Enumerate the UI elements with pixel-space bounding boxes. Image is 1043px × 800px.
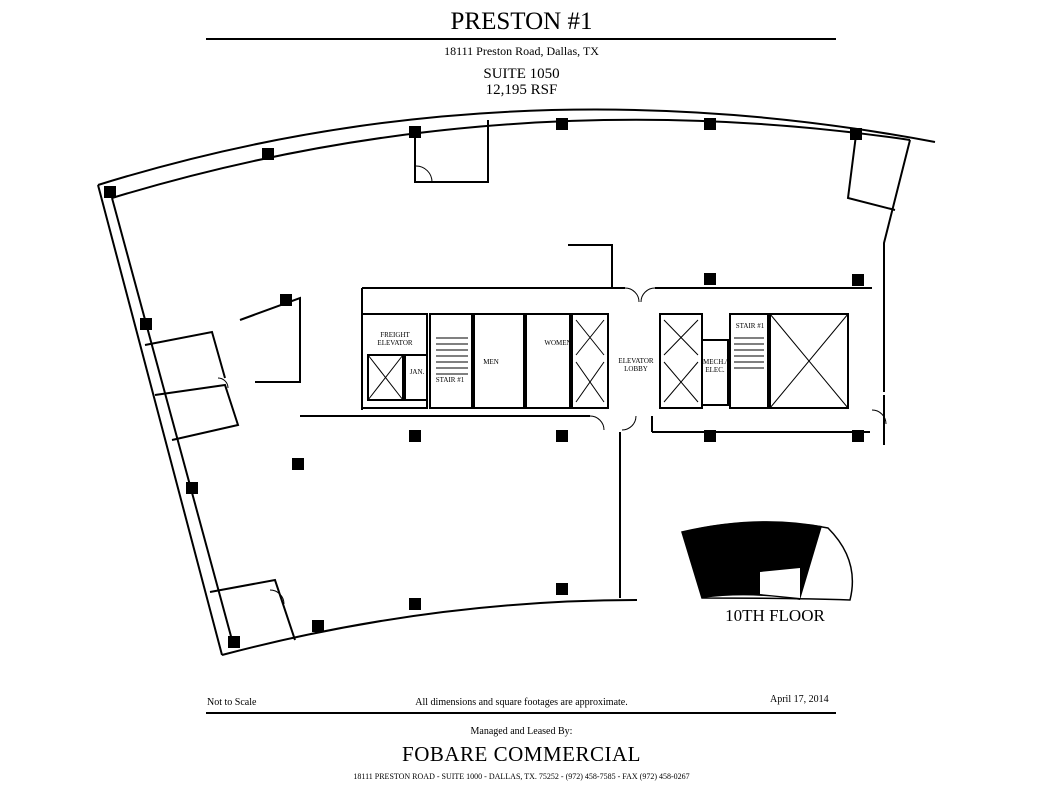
suite-rsf: 12,195 RSF: [485, 82, 558, 98]
elevator-x: [663, 361, 699, 403]
room-label-mech: MECH./: [703, 358, 727, 366]
column: [556, 118, 568, 130]
room-label-freight: FREIGHT: [380, 331, 410, 339]
mech-elec-room: [701, 339, 729, 406]
room-label-elevator-lobby-1: ELEVATOR: [618, 357, 653, 365]
room-label-men: MEN: [483, 358, 499, 366]
door-swing: [589, 415, 605, 431]
room-label-elevator-lobby-2: LOBBY: [624, 365, 648, 373]
stair-left-room: [429, 313, 473, 409]
shaft-room: [769, 313, 849, 409]
room-label-jan: JAN.: [410, 368, 425, 376]
door-swing: [621, 415, 637, 431]
notch-top: [568, 244, 613, 288]
key-plan-floor-label: 10TH FLOOR: [725, 606, 825, 625]
managed-by-label: Managed and Leased By:: [470, 726, 573, 737]
column: [556, 583, 568, 595]
elevator-x: [663, 319, 699, 356]
key-plan-floor-shaded: [682, 521, 822, 600]
door-swing: [624, 287, 640, 303]
office-left-1: [144, 330, 226, 379]
column: [140, 318, 152, 330]
column: [704, 430, 716, 442]
column: [292, 458, 304, 470]
column: [556, 430, 568, 442]
stair-treads: [734, 337, 764, 369]
column: [850, 128, 862, 140]
company-name: FOBARE COMMERCIAL: [402, 742, 641, 766]
perimeter-inner-top-wall: [111, 118, 911, 199]
stair-right-room: [729, 313, 769, 409]
office-top-right: [846, 134, 896, 211]
column: [852, 274, 864, 286]
room-label-women: WOMEN: [544, 339, 571, 347]
door-swing: [269, 589, 285, 605]
scale-note: Not to Scale: [207, 697, 257, 708]
title-divider: [206, 38, 836, 40]
door-swing: [217, 377, 229, 389]
disclaimer-note: All dimensions and square footages are a…: [415, 697, 628, 708]
room-label-elevator: ELEVATOR: [377, 339, 412, 347]
perimeter-top-wall: [97, 108, 936, 186]
column: [409, 126, 421, 138]
freight-elevator-car: [367, 354, 404, 401]
column: [704, 273, 716, 285]
perimeter-right-wall: [883, 139, 911, 392]
plan-date: April 17, 2014: [770, 694, 829, 705]
building-address: 18111 Preston Road, Dallas, TX: [444, 44, 599, 58]
company-contact: 18111 PRESTON ROAD - SUITE 1000 - DALLAS…: [353, 772, 690, 781]
passenger-elevator-bank-left: [571, 313, 609, 409]
perimeter-left-wall: [97, 184, 223, 656]
elevator-x: [575, 319, 605, 356]
column: [852, 430, 864, 442]
door-swing: [415, 165, 433, 183]
column: [228, 636, 240, 648]
key-plan: [681, 521, 854, 601]
stair-treads: [436, 337, 468, 375]
perimeter-inner-left-wall: [111, 197, 233, 641]
column: [262, 148, 274, 160]
office-top-center: [414, 120, 489, 183]
column: [104, 186, 116, 198]
room-label-stair-left: STAIR #1: [436, 376, 465, 384]
door-swing: [640, 287, 656, 303]
room-label-stair-right: STAIR #1: [736, 322, 765, 330]
freight-elevator-room: [361, 313, 428, 409]
men-room: [473, 313, 525, 409]
footer-divider: [206, 712, 836, 714]
elevator-x: [367, 354, 404, 401]
building-title: PRESTON #1: [450, 8, 593, 35]
key-plan-outline: [681, 521, 854, 601]
column: [312, 620, 324, 632]
room-label-elec: ELEC.: [705, 366, 724, 374]
perimeter-bottom-wall: [221, 599, 638, 656]
office-west-core: [239, 296, 301, 383]
column: [409, 430, 421, 442]
column: [409, 598, 421, 610]
core-south-wall: [300, 415, 870, 433]
shaft-x: [769, 313, 849, 409]
women-room: [525, 313, 571, 409]
office-left-2: [154, 383, 240, 441]
door-swing: [871, 409, 887, 425]
key-plan-suite-highlight: [760, 568, 800, 598]
passenger-elevator-bank-right: [659, 313, 703, 409]
column: [186, 482, 198, 494]
jan-room: [404, 354, 428, 401]
office-bottom-left: [209, 578, 296, 641]
column: [280, 294, 292, 306]
column: [704, 118, 716, 130]
suite-number: SUITE 1050: [483, 66, 560, 82]
elevator-x: [575, 361, 605, 403]
